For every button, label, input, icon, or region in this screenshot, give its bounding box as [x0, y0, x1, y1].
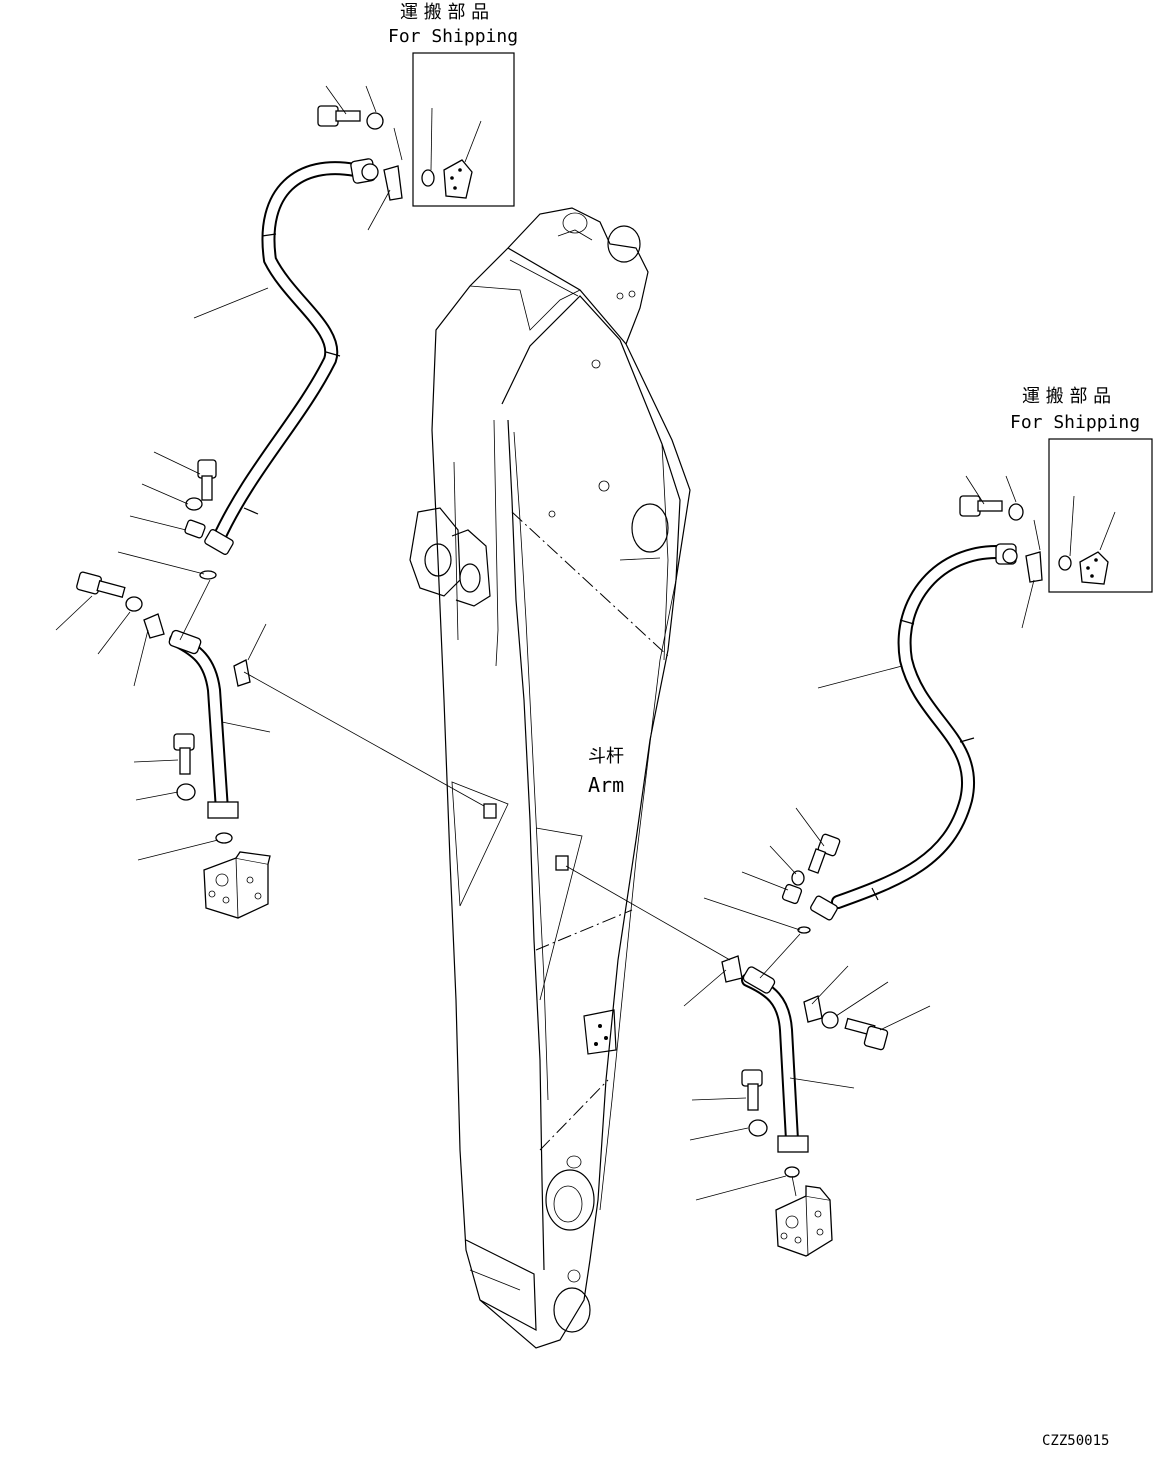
shipping-label-right-cjk: 運 搬 部 品: [1022, 386, 1111, 407]
shipping-label-right-en: For Shipping: [1010, 412, 1140, 433]
washer-icon: [1008, 503, 1024, 521]
shipping-parts-box-right: 運 搬 部 品 For Shipping: [1010, 386, 1153, 593]
shipping-parts-box-left: 運 搬 部 品 For Shipping: [388, 2, 518, 207]
bolt-icon: [197, 459, 217, 501]
right-hose-assembly: [565, 495, 1043, 1257]
washer-icon: [366, 112, 384, 130]
bolt-icon: [317, 105, 361, 127]
leader-lines: [55, 85, 1035, 1201]
washer-icon: [125, 596, 143, 612]
arm-label-en: Arm: [588, 773, 624, 797]
washer-icon: [176, 783, 196, 801]
bolt-icon: [959, 495, 1003, 517]
bolt-icon: [807, 833, 841, 874]
left-hose-assembly: [76, 105, 485, 919]
shipping-label-left-cjk: 運 搬 部 品: [400, 2, 489, 23]
valve-block-icon: [775, 1185, 833, 1257]
valve-block-icon: [203, 851, 271, 919]
bolt-icon: [844, 1017, 889, 1051]
washer-icon: [821, 1011, 839, 1029]
bolt-icon: [173, 733, 195, 775]
washer-icon: [748, 1119, 768, 1137]
shipping-label-left-en: For Shipping: [388, 26, 518, 47]
washer-icon: [185, 497, 203, 511]
excavator-arm: 斗杆 Arm: [409, 207, 691, 1349]
drawing-code: CZZ50015: [1042, 1433, 1109, 1449]
arm-label-cjk: 斗杆: [588, 746, 624, 767]
bolt-icon: [76, 571, 126, 598]
bolt-icon: [741, 1069, 763, 1111]
